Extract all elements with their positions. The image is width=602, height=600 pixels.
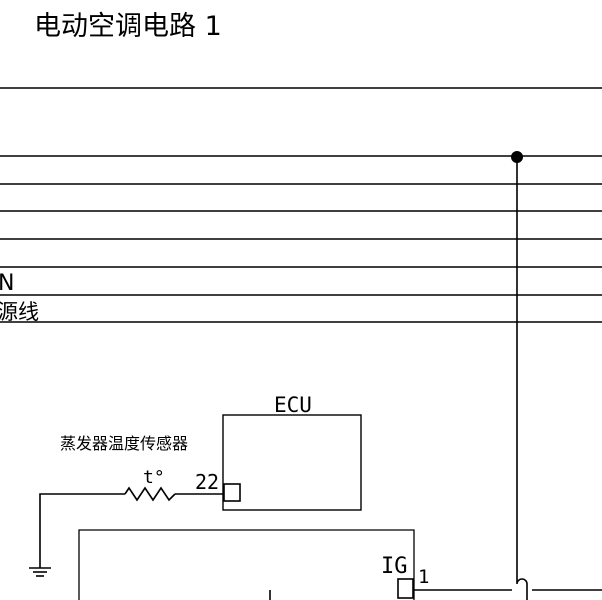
ecu-pin-label: 22 (195, 470, 219, 494)
ecu-box (222, 414, 362, 511)
ig-pin-label: 1 (418, 566, 429, 588)
sensor-label: 蒸发器温度传感器 (60, 434, 188, 453)
ig-label: IG (381, 554, 408, 579)
bus-lines (0, 87, 602, 323)
ig-terminal (397, 578, 414, 599)
bus-label-n: N (0, 271, 14, 296)
diagram-title: 电动空调电路 1 (34, 11, 222, 42)
ecu-label: ECU (274, 393, 312, 417)
bus-label-power: 源线 (0, 300, 39, 324)
lower-module-box (78, 529, 415, 600)
ground-icon (29, 567, 51, 577)
resistor-icon (124, 486, 176, 502)
ecu-pin-terminal (223, 483, 241, 502)
sensor-wire-left (39, 493, 125, 568)
vertical-wire (516, 157, 528, 600)
sensor-symbol: t° (143, 467, 165, 488)
